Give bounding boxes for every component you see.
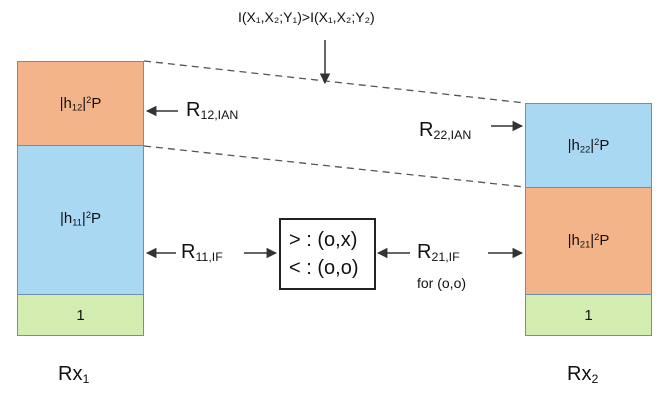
rx1-block-noise: 1 (17, 294, 144, 336)
dashed-top-line (143, 60, 526, 104)
decision-box: > : (o,x) < : (o,o) (279, 218, 376, 290)
rate-r12-label: R12,IAN (186, 99, 239, 123)
rate-r11-label: R11,IF (181, 241, 223, 265)
decision-line-2: < : (o,o) (289, 257, 359, 279)
rx1-block-h12-label: |h12|2P (59, 94, 102, 113)
rx2-block-noise-label: 1 (584, 306, 593, 324)
decision-line-1: > : (o,x) (289, 229, 358, 251)
rx2-block-h22-label: |h22|2P (567, 136, 610, 155)
rx1-block-h12: |h12|2P (17, 61, 144, 146)
rx1-block-noise-label: 1 (76, 306, 85, 324)
rate-r22-label: R22,IAN (419, 119, 472, 143)
rx1-label: Rx1 (58, 363, 90, 387)
rx1-block-h11-label: |h11|2P (60, 210, 101, 228)
rx2-label: Rx2 (567, 363, 599, 387)
rx2-block-noise: 1 (525, 294, 652, 336)
dashed-bottom-line (143, 145, 526, 188)
top-annotation: I(X₁,X₂;Y₁)>I(X₁,X₂;Y₂) (238, 9, 375, 25)
rate-r21-note: for (o,o) (417, 275, 467, 291)
rx2-block-h21-label: |h21|2P (567, 232, 610, 250)
rx2-block-h22: |h22|2P (525, 103, 652, 188)
rate-r21-label: R21,IF (417, 241, 460, 265)
